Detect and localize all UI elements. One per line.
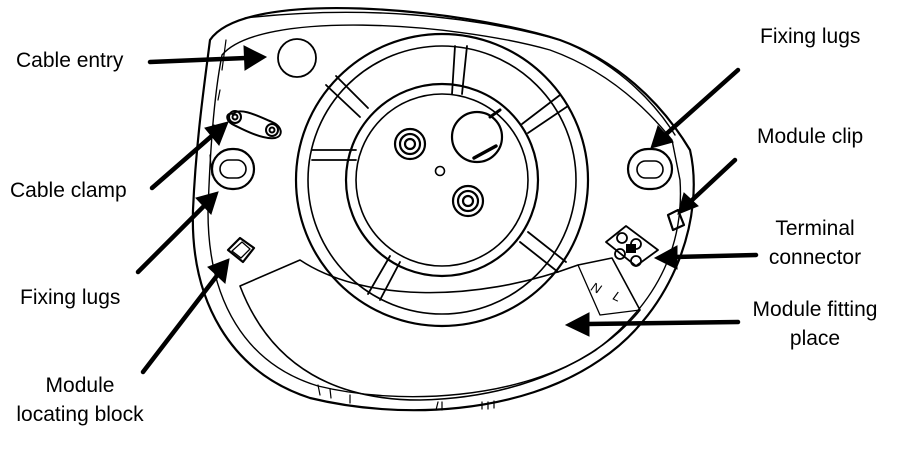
arrow-fixing-lugs-left [135,191,219,275]
base-plate-outline [191,6,695,412]
label-fixing-lugs-right: Fixing lugs [760,25,861,48]
label-fixing-lugs-left: Fixing lugs [20,286,121,309]
label-module-locating-block-line2: locating block [16,403,144,426]
module-clip [666,208,686,232]
module-locating-block [226,236,256,264]
upper-bevel [244,11,676,136]
label-terminal-connector-line2: connector [768,246,862,269]
arrow-fixing-lugs-right [650,67,741,149]
fixing-lug-right [626,147,674,191]
label-module-fitting-place-line2: place [789,327,841,350]
arrow-cable-entry [147,45,268,71]
arrow-module-fitting-place [564,312,741,337]
arrow-cable-clamp [149,121,229,191]
module-fitting-outline [239,257,641,401]
pointer-arrows [135,45,759,375]
rim-notches [209,39,495,411]
central-cup-inner-ring [344,82,540,278]
bayonet-contact-lower [451,184,485,218]
centre-pin [434,165,446,177]
central-cup-core [355,93,529,267]
label-module-fitting-place-line1: Module fitting [752,298,878,321]
label-module-clip: Module clip [757,125,864,148]
label-module-locating-block: Module locating block [5,371,155,429]
arrow-module-clip [677,157,738,215]
arrow-terminal-connector [653,245,759,270]
label-module-locating-block-line1: Module [45,374,115,397]
arrow-module-locating-block [140,258,230,375]
label-cable-entry: Cable entry [16,49,124,72]
label-terminal-connector: Terminal connector [756,214,874,272]
central-cup-ring [307,45,577,315]
cable-entry-hole [277,38,317,78]
terminal-letter-l: L [611,288,624,305]
label-module-fitting-place: Module fitting place [742,295,888,353]
label-cable-clamp: Cable clamp [10,179,127,202]
module-slot-edge [577,264,641,316]
central-cup-outer [294,32,590,328]
bayonet-contact-left [393,127,427,161]
label-terminal-connector-line1: Terminal [775,217,855,240]
terminal-connector-block [605,225,659,267]
cable-clamp [226,110,282,140]
fixing-lug-left [210,147,256,191]
cup-spokes [311,45,569,301]
cable-entry-socket [450,108,504,164]
